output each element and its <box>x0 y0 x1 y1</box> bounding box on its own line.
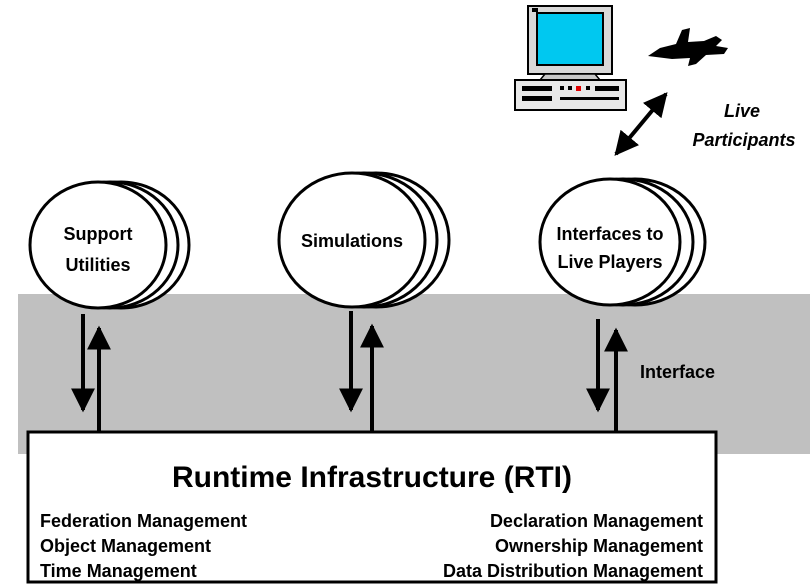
rti-box <box>26 430 718 584</box>
jet-aircraft-icon <box>648 28 728 66</box>
service-declaration-management: Declaration Management <box>490 511 703 531</box>
node-support-utilities-label-1: Support <box>64 224 133 244</box>
live-participants-arrow <box>614 92 668 156</box>
service-time-management: Time Management <box>40 561 197 581</box>
node-support-utilities-label-2: Utilities <box>65 255 130 275</box>
node-interfaces-label-1: Interfaces to <box>556 224 663 244</box>
node-simulations: Simulations <box>277 171 451 309</box>
service-ownership-management: Ownership Management <box>495 536 703 556</box>
rti-services-left: Federation Management Object Management … <box>40 511 247 581</box>
arrows-simulations <box>339 311 384 432</box>
interface-band <box>18 294 810 454</box>
live-participants-label-1: Live <box>724 101 760 121</box>
service-object-management: Object Management <box>40 536 211 556</box>
interface-label: Interface <box>640 362 715 382</box>
node-interfaces-label-2: Live Players <box>557 252 662 272</box>
rti-services-right: Declaration Management Ownership Managem… <box>443 511 703 581</box>
arrows-support-utilities <box>71 314 111 432</box>
arrows-interfaces <box>586 319 628 432</box>
node-interfaces-to-live-players: Interfaces to Live Players <box>538 177 707 307</box>
node-support-utilities: Support Utilities <box>28 180 191 310</box>
service-federation-management: Federation Management <box>40 511 247 531</box>
rti-title: Runtime Infrastructure (RTI) <box>172 461 572 494</box>
service-data-distribution-management: Data Distribution Management <box>443 561 703 581</box>
computer-workstation-icon <box>514 5 627 111</box>
live-participants-label-2: Participants <box>692 130 795 150</box>
node-simulations-label: Simulations <box>301 231 403 251</box>
